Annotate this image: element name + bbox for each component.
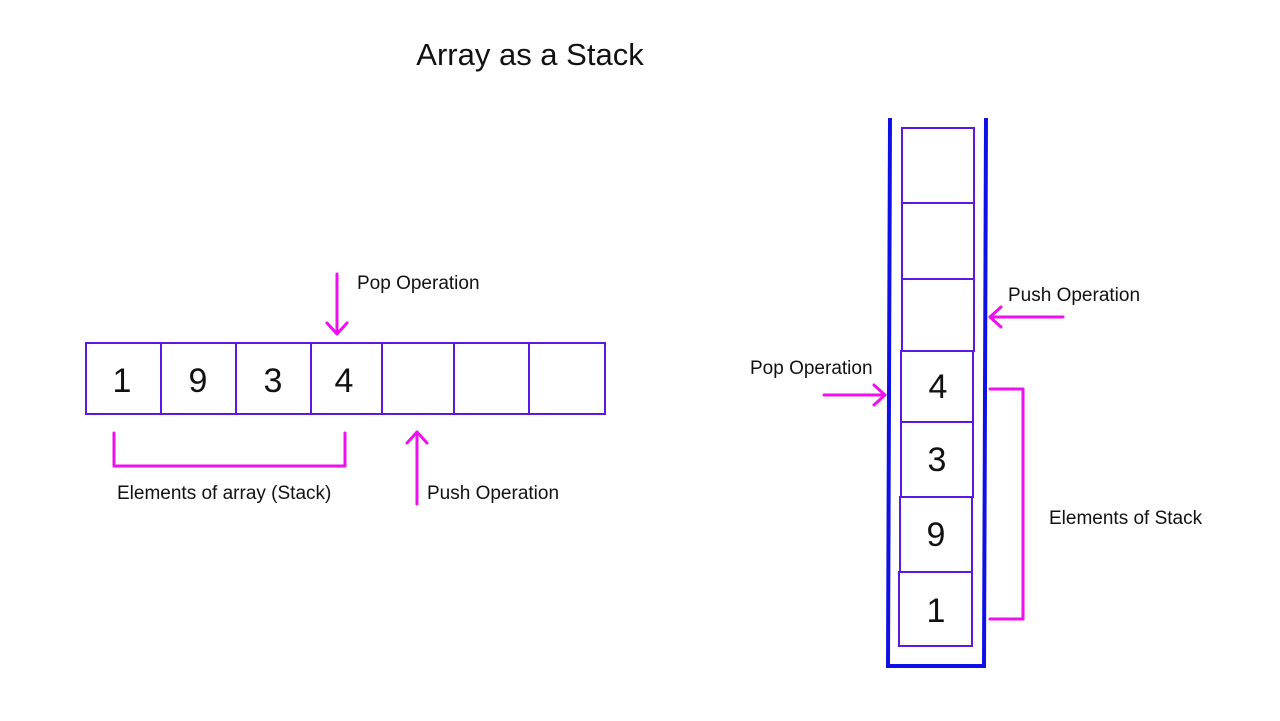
array-cell-2-box [235,342,312,415]
array-cell-0-value: 1 [113,362,132,400]
stack-cell-2-box [901,278,975,352]
array-cell-4-box [381,342,455,415]
stack-pop-arrow [822,383,887,407]
array-elements-bracket [112,431,347,468]
array-cell-1-box [160,342,237,415]
stack-cells: 4 3 9 1 [898,127,975,647]
array-cell-2-value: 3 [264,362,283,400]
stack-cell-1-box [901,202,975,280]
stack-cell-3-value: 4 [929,368,948,406]
array-cell-0-box [85,342,162,415]
array-cell-3-value: 4 [335,362,354,400]
stack-push-label: Push Operation [1008,285,1140,306]
stack-cell-6-value: 1 [927,592,946,630]
stack-view: 4 3 9 1 Push Operation Pop Operation Ele… [750,117,1203,668]
array-cell-6-box [528,342,606,415]
diagram-title: Array as a Stack [416,37,644,72]
array-elements-label: Elements of array (Stack) [117,483,331,504]
array-cell-1-value: 9 [189,362,208,400]
stack-cell-0-box [901,127,975,204]
stack-elements-label: Elements of Stack [1049,508,1203,529]
array-view: 1 9 3 4 Pop Operation Push Operation Ele… [85,272,606,506]
stack-push-arrow [988,305,1065,329]
stack-pop-label: Pop Operation [750,358,873,379]
array-cells: 1 9 3 4 [85,342,606,415]
stack-container [885,117,988,668]
stack-cell-6-box [898,571,973,647]
array-push-label: Push Operation [427,483,559,504]
stack-elements-bracket [988,387,1025,621]
stack-cell-5-value: 9 [927,516,946,554]
array-pop-arrow [325,272,349,336]
array-pop-label: Pop Operation [357,273,480,294]
stack-cell-4-value: 3 [928,441,947,479]
array-push-arrow [405,430,429,506]
array-cell-5-box [453,342,530,415]
stack-cell-5-box [899,496,973,573]
